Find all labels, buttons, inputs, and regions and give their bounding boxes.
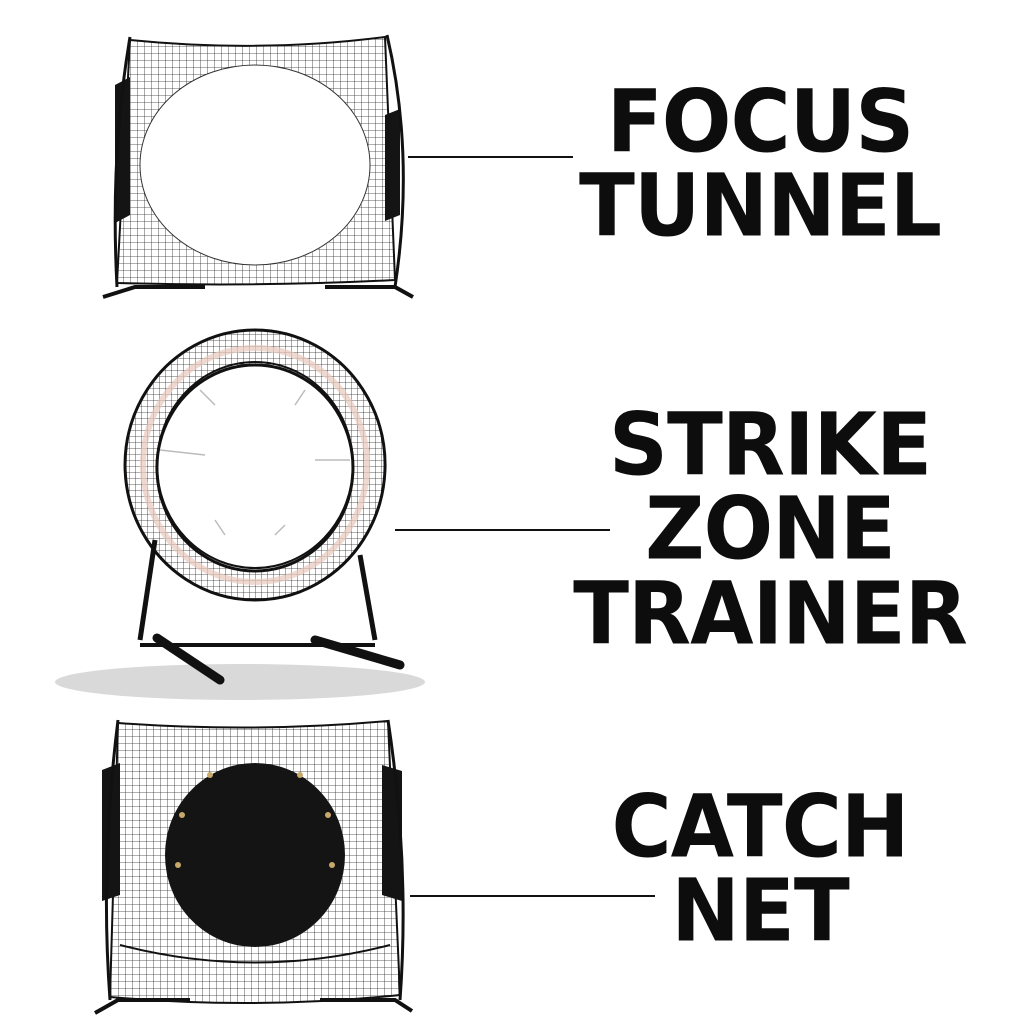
strike-zone-trainer-connector — [395, 529, 610, 531]
focus-tunnel-label-line-2: TUNNEL — [578, 156, 942, 257]
strike-zone-trainer-label: STRIKE ZONE TRAINER — [560, 395, 980, 665]
catch-net-label: CATCH NET — [560, 777, 960, 962]
focus-tunnel-image — [102, 34, 414, 299]
catch-net-label-line-2: NET — [671, 861, 850, 962]
strike-zone-trainer-label-line-1: STRIKE — [608, 395, 932, 496]
focus-tunnel-label-line-1: FOCUS — [606, 72, 915, 173]
product-strike-zone-trainer: STRIKE ZONE TRAINER — [0, 310, 1024, 710]
strike-zone-trainer-label-line-2: ZONE — [645, 479, 896, 580]
product-catch-net: CATCH NET — [0, 710, 1024, 1024]
product-focus-tunnel: FOCUS TUNNEL — [0, 0, 1024, 310]
focus-tunnel-label: FOCUS TUNNEL — [560, 72, 960, 257]
catch-net-connector — [410, 895, 655, 897]
focus-tunnel-connector — [408, 156, 573, 158]
strike-zone-trainer-image — [55, 328, 425, 700]
strike-zone-trainer-label-line-3: TRAINER — [573, 564, 968, 665]
catch-net-image — [94, 719, 414, 1015]
catch-net-label-line-1: CATCH — [611, 777, 909, 878]
